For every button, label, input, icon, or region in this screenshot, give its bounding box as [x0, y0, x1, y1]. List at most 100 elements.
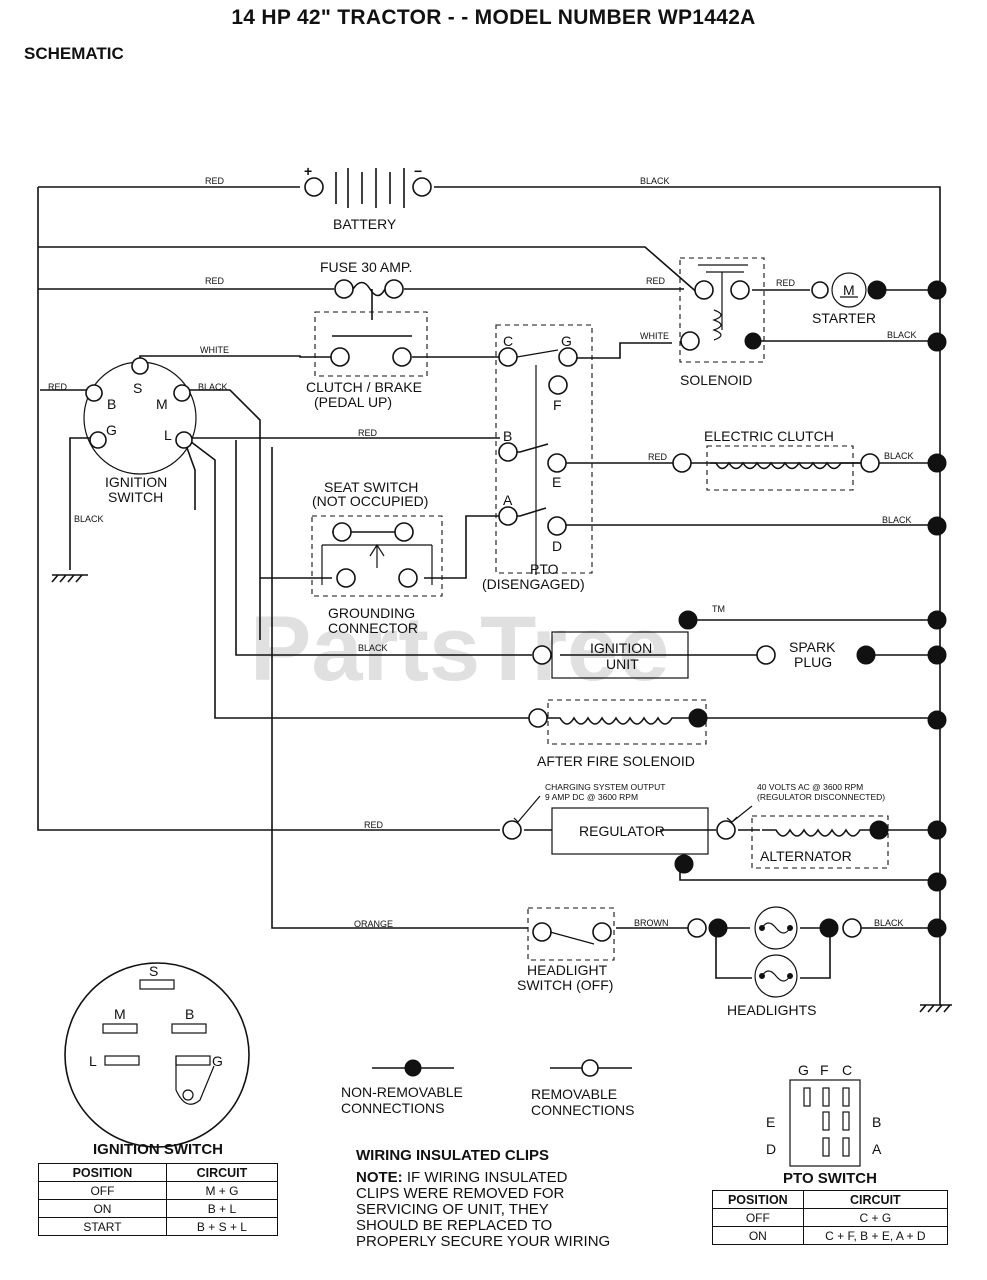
terminal-b: B [107, 396, 116, 412]
alternator-label: ALTERNATOR [760, 848, 852, 864]
battery-plus: + [304, 163, 312, 179]
clips-line-5: PROPERLY SECURE YOUR WIRING [356, 1233, 611, 1250]
table-cell: OFF [38, 1181, 167, 1200]
table-cell: ON [38, 1199, 167, 1218]
wire-label-red-6: RED [358, 428, 378, 438]
table-cell: ON [712, 1226, 804, 1245]
pto-terminal-c: C [503, 333, 513, 349]
schematic-subtitle: SCHEMATIC [24, 44, 124, 63]
pto-sublabel: (DISENGAGED) [482, 576, 585, 592]
solenoid: SOLENOID [679, 257, 765, 388]
legend-removable: REMOVABLE [531, 1086, 617, 1102]
note-label: NOTE: [356, 1169, 403, 1186]
grounding-label: GROUNDING [328, 605, 415, 621]
pto-switch-schematic: C G F B E A D PTO (DISENGAGED) [482, 324, 593, 592]
ground-bus-nodes [927, 280, 947, 938]
headlights: HEADLIGHTS [687, 906, 862, 1018]
page-title: 14 HP 42" TRACTOR - - MODEL NUMBER WP144… [231, 6, 756, 29]
battery-label: BATTERY [333, 216, 397, 232]
clips-line-1: IF WIRING INSULATED [406, 1169, 568, 1186]
electric-clutch: ELECTRIC CLUTCH [672, 428, 880, 491]
table-row: START B + S + L [38, 1217, 279, 1236]
headlight-switch-label: HEADLIGHT [527, 962, 608, 978]
spark-plug-label: SPARK [789, 639, 836, 655]
wire-labels: RED BLACK RED RED RED BLACK WHITE WHITE … [48, 176, 917, 929]
pto-terminal-g: G [561, 333, 572, 349]
ignition-unit-label: IGNITION [590, 640, 652, 656]
ignition-switch-label: IGNITION [105, 474, 167, 490]
wire-label-black-5: BLACK [74, 514, 104, 524]
grounding-sublabel: CONNECTOR [328, 620, 418, 636]
legend-non-removable-2: CONNECTIONS [341, 1100, 444, 1116]
pto-terminal-e: E [552, 474, 561, 490]
table-cell: B + L [165, 1199, 279, 1218]
starter: M STARTER [811, 272, 887, 326]
watermark-tm: TM [712, 604, 725, 614]
alternator: ALTERNATOR 40 VOLTS AC @ 3600 RPM (REGUL… [751, 782, 889, 869]
watermark: PartsTree [250, 598, 669, 700]
ignition-unit: IGNITION UNIT SPARK PLUG [532, 610, 876, 679]
clutch-brake-sublabel: (PEDAL UP) [314, 394, 392, 410]
terminal-l: L [164, 427, 172, 443]
wire-label-black-4: BLACK [884, 451, 914, 461]
clips-line-2: CLIPS WERE REMOVED FOR [356, 1185, 565, 1202]
pto-label: PTO [530, 561, 559, 577]
wire-label-black-7: BLACK [358, 643, 388, 653]
regulator: REGULATOR CHARGING SYSTEM OUTPUT 9 AMP D… [502, 782, 753, 874]
wire-label-orange: ORANGE [354, 919, 393, 929]
starter-m: M [843, 282, 855, 298]
table-cell: C + F, B + E, A + D [802, 1226, 949, 1245]
clips-notes: WIRING INSULATED CLIPS NOTE: IF WIRING I… [356, 1148, 610, 1250]
clutch-brake-switch: CLUTCH / BRAKE (PEDAL UP) [306, 311, 428, 410]
electric-clutch-label: ELECTRIC CLUTCH [704, 428, 834, 444]
ignition-switch-sublabel: SWITCH [108, 489, 163, 505]
pto-terminal-b: B [503, 428, 512, 444]
battery-minus: − [414, 163, 422, 179]
wire-label-black-1: BLACK [640, 176, 670, 186]
pto-face-e: E [766, 1114, 775, 1130]
wire-label-white-2: WHITE [200, 345, 229, 355]
charging-note-2: 9 AMP DC @ 3600 RPM [545, 792, 638, 802]
terminal-g: G [106, 422, 117, 438]
wire-label-black-8: BLACK [874, 918, 904, 928]
wire-label-red-8: RED [364, 820, 384, 830]
headlights-label: HEADLIGHTS [727, 1002, 816, 1018]
after-fire-label: AFTER FIRE SOLENOID [537, 753, 695, 769]
wire-label-black-6: BLACK [882, 515, 912, 525]
clips-title: WIRING INSULATED CLIPS [356, 1147, 550, 1164]
ignition-switch-face: S M B L G [64, 962, 250, 1148]
wire-network [37, 186, 952, 1013]
starter-label: STARTER [812, 310, 876, 326]
clutch-brake-label: CLUTCH / BRAKE [306, 379, 422, 395]
legend: NON-REMOVABLE CONNECTIONS REMOVABLE CONN… [341, 1059, 634, 1118]
pto-switch-face: G F C E B D A [766, 1062, 882, 1167]
table-row: ON C + F, B + E, A + D [712, 1226, 949, 1245]
charging-note: CHARGING SYSTEM OUTPUT [545, 782, 665, 792]
clips-line-4: SHOULD BE REPLACED TO [356, 1217, 553, 1234]
seat-switch: SEAT SWITCH (NOT OCCUPIED) GROUNDING CON… [311, 479, 443, 636]
alt-note-2: (REGULATOR DISCONNECTED) [757, 792, 885, 802]
seat-switch-label: SEAT SWITCH [324, 479, 418, 495]
ignition-table-title: IGNITION SWITCH [93, 1141, 223, 1158]
table-header: POSITION [38, 1163, 167, 1182]
alt-note: 40 VOLTS AC @ 3600 RPM [757, 782, 863, 792]
battery: + − BATTERY [304, 163, 432, 232]
wire-label-black-2: BLACK [887, 330, 917, 340]
pto-face-b: B [872, 1114, 881, 1130]
pto-face-f: F [820, 1062, 829, 1078]
wire-label-red-5: RED [48, 382, 68, 392]
table-cell: C + G [802, 1208, 949, 1227]
table-row: ON B + L [38, 1199, 279, 1218]
legend-removable-2: CONNECTIONS [531, 1102, 634, 1118]
regulator-label: REGULATOR [579, 823, 665, 839]
pto-terminal-a: A [503, 492, 513, 508]
table-cell: OFF [712, 1208, 804, 1227]
ignition-switch-table: POSITION CIRCUIT OFF M + G ON B + L STAR… [38, 1163, 279, 1236]
headlight-switch: HEADLIGHT SWITCH (OFF) [517, 907, 615, 993]
ignition-unit-sublabel: UNIT [606, 656, 639, 672]
face-terminal-b: B [185, 1006, 194, 1022]
terminal-s: S [133, 380, 142, 396]
pto-face-c: C [842, 1062, 852, 1078]
wire-label-red-4: RED [776, 278, 796, 288]
